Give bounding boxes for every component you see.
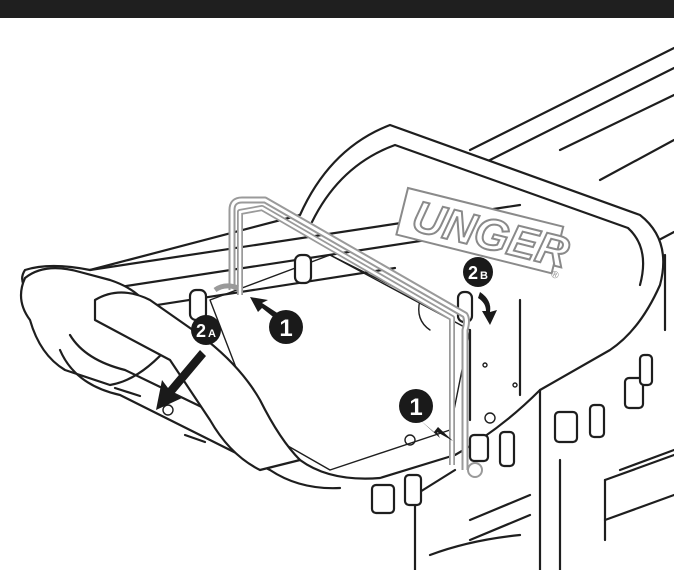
step-number: 1 <box>409 394 422 421</box>
cart-frame <box>413 46 674 570</box>
step1-upper-badge: 1 <box>269 310 303 344</box>
step2a-badge: 2 A <box>191 315 221 345</box>
top-bar <box>0 0 674 18</box>
step-suffix: A <box>208 328 216 340</box>
left-handle <box>19 267 342 490</box>
step1-lower-badge: 1 <box>399 389 433 423</box>
brand-mark: ® <box>550 269 560 282</box>
step-number: 1 <box>279 315 292 342</box>
arrow-icon <box>420 420 453 441</box>
wire-handle <box>213 196 483 478</box>
arrow-icon <box>478 292 497 325</box>
step-number: 2 <box>196 321 206 341</box>
step2b-badge: 2 B <box>463 257 493 287</box>
arrow-icon <box>156 350 206 410</box>
step-suffix: B <box>480 270 488 282</box>
step-number: 2 <box>468 263 478 283</box>
